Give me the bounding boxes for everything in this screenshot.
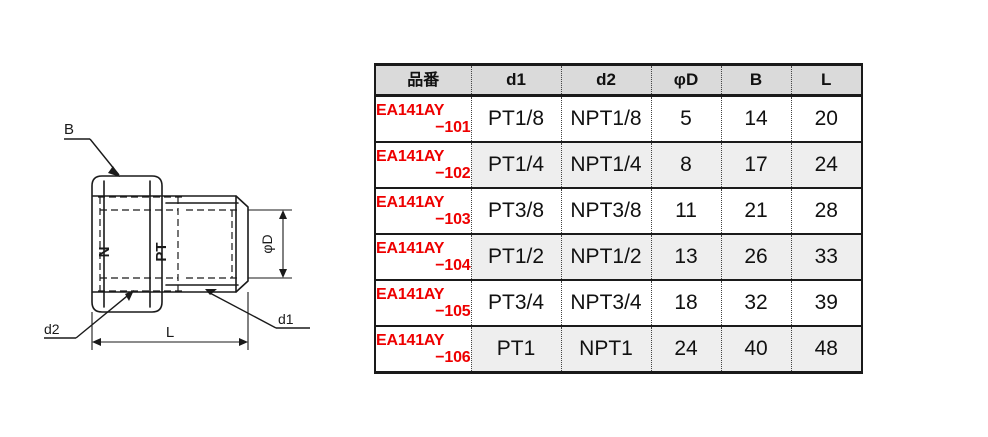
cell-d2: NPT3/8 [561, 188, 652, 235]
callout-b [64, 138, 120, 177]
table-row: EA141AY −105 PT3/4 NPT3/4 18 32 39 [375, 280, 862, 327]
cell-b: 40 [721, 326, 792, 373]
cell-phid: 13 [651, 234, 722, 281]
column-header-d2: d2 [561, 64, 652, 97]
cell-l: 39 [791, 280, 862, 327]
cell-part-number: EA141AY −104 [375, 234, 472, 281]
cell-d1: PT1/8 [471, 95, 562, 143]
part-number-suffix: −105 [435, 303, 471, 320]
cell-phid: 11 [651, 188, 722, 235]
cell-b: 26 [721, 234, 792, 281]
cell-d2: NPT3/4 [561, 280, 652, 327]
cell-l: 48 [791, 326, 862, 373]
label-d1: d1 [278, 311, 294, 327]
cell-l: 28 [791, 188, 862, 235]
specification-table-container: 品番 d1 d2 φD B L EA141AY −101 PT1/8 NPT1/… [374, 63, 863, 374]
part-number-prefix: EA141AY [376, 102, 445, 119]
part-number-prefix: EA141AY [376, 194, 445, 211]
cell-d1: PT3/8 [471, 188, 562, 235]
table-row: EA141AY −101 PT1/8 NPT1/8 5 14 20 [375, 95, 862, 143]
inner-label-npt: N [96, 247, 113, 258]
cell-l: 24 [791, 142, 862, 189]
cell-part-number: EA141AY −103 [375, 188, 472, 235]
column-header-d1: d1 [471, 64, 562, 97]
column-header-b: B [721, 64, 792, 97]
cell-d2: NPT1/8 [561, 95, 652, 143]
column-header-part-number: 品番 [375, 64, 472, 97]
part-number-suffix: −103 [435, 211, 471, 228]
technical-drawing-panel: N PT B d2 d1 [0, 0, 360, 437]
label-b: B [64, 121, 74, 138]
part-number-suffix: −102 [435, 165, 471, 182]
column-header-l: L [791, 64, 862, 97]
inner-thread-labels: N PT [96, 242, 170, 261]
cell-phid: 8 [651, 142, 722, 189]
cell-part-number: EA141AY −106 [375, 326, 472, 373]
cell-part-number: EA141AY −105 [375, 280, 472, 327]
cell-l: 20 [791, 95, 862, 143]
table-row: EA141AY −104 PT1/2 NPT1/2 13 26 33 [375, 234, 862, 281]
cell-b: 14 [721, 95, 792, 143]
table-header-row: 品番 d1 d2 φD B L [375, 64, 862, 97]
callout-d2 [44, 290, 134, 339]
cell-b: 17 [721, 142, 792, 189]
cell-phid: 5 [651, 95, 722, 143]
fitting-drawing: N PT B d2 d1 [44, 121, 310, 350]
cell-part-number: EA141AY −101 [375, 95, 472, 143]
hex-body-outline [91, 175, 163, 313]
cell-part-number: EA141AY −102 [375, 142, 472, 189]
table-row: EA141AY −106 PT1 NPT1 24 40 48 [375, 326, 862, 373]
part-number-prefix: EA141AY [376, 148, 445, 165]
dimension-l [91, 292, 249, 350]
cell-d1: PT1/4 [471, 142, 562, 189]
cell-l: 33 [791, 234, 862, 281]
table-row: EA141AY −102 PT1/4 NPT1/4 8 17 24 [375, 142, 862, 189]
cell-d2: NPT1/2 [561, 234, 652, 281]
hidden-bore-lines [98, 196, 240, 292]
specification-table: 品番 d1 d2 φD B L EA141AY −101 PT1/8 NPT1/… [374, 63, 863, 374]
male-thread-edges [165, 202, 239, 286]
callout-d1 [205, 289, 310, 329]
cell-b: 32 [721, 280, 792, 327]
part-number-suffix: −104 [435, 257, 471, 274]
label-l: L [166, 324, 174, 341]
label-d2: d2 [44, 321, 60, 337]
part-number-prefix: EA141AY [376, 332, 445, 349]
cell-d1: PT1 [471, 326, 562, 373]
label-phid: φD [259, 234, 275, 253]
part-number-prefix: EA141AY [376, 286, 445, 303]
cell-phid: 24 [651, 326, 722, 373]
male-thread-outline [161, 195, 249, 293]
cell-d2: NPT1/4 [561, 142, 652, 189]
cell-d2: NPT1 [561, 326, 652, 373]
cell-d1: PT3/4 [471, 280, 562, 327]
inner-label-pt: PT [153, 242, 170, 261]
cell-b: 21 [721, 188, 792, 235]
dimension-phid [248, 209, 292, 279]
cell-phid: 18 [651, 280, 722, 327]
cell-d1: PT1/2 [471, 234, 562, 281]
part-number-prefix: EA141AY [376, 240, 445, 257]
part-number-suffix: −101 [435, 119, 471, 136]
column-header-phid: φD [651, 64, 722, 97]
hex-chamfer-lines [92, 195, 162, 293]
part-number-suffix: −106 [435, 349, 471, 366]
table-row: EA141AY −103 PT3/8 NPT3/8 11 21 28 [375, 188, 862, 235]
